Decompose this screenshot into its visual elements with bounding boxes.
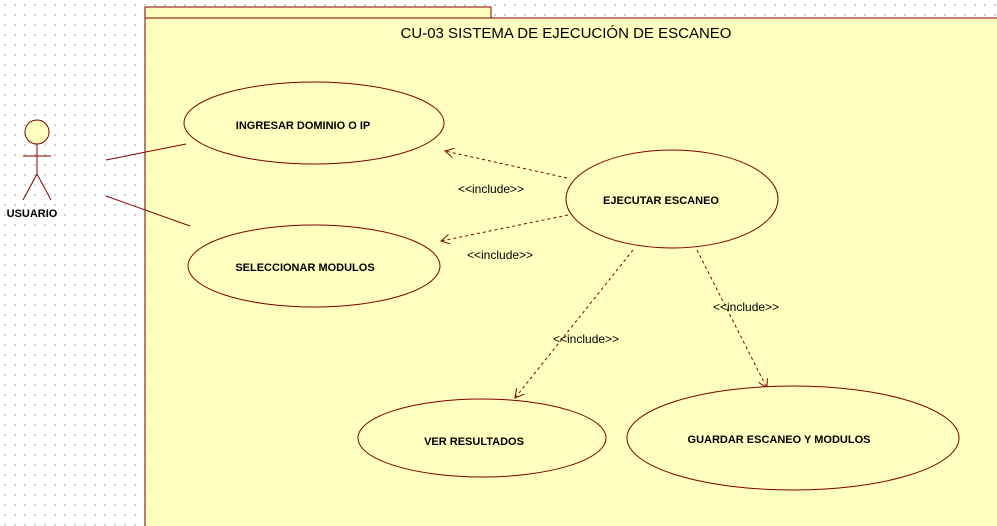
include-label-ver: <<include>> <box>553 332 619 346</box>
actor-right-leg <box>36 173 52 201</box>
actor-head <box>24 119 50 145</box>
use-case-ejecutar-shape[interactable] <box>565 149 779 249</box>
use-case-ingresar-shape[interactable] <box>183 81 445 165</box>
use-case-guardar-shape[interactable] <box>626 385 960 491</box>
actor-label: USUARIO <box>7 208 58 220</box>
system-title: CU-03 SISTEMA DE EJECUCIÓN DE ESCANEO <box>401 25 732 42</box>
use-case-ejecutar-label: EJECUTAR ESCANEO <box>603 195 719 207</box>
include-arrow-guardar[interactable] <box>696 249 767 388</box>
use-case-ingresar-label: INGRESAR DOMINIO O IP <box>236 120 370 132</box>
use-case-ver[interactable]: VER RESULTADOS <box>357 398 607 478</box>
use-case-ver-label: VER RESULTADOS <box>424 436 524 448</box>
include-label-guardar: <<include>> <box>713 300 779 314</box>
include-arrow-seleccionar[interactable] <box>441 214 569 241</box>
actor-usuario[interactable] <box>22 119 52 201</box>
use-case-seleccionar[interactable]: SELECCIONAR MODULOS <box>187 224 441 308</box>
use-case-ingresar[interactable]: INGRESAR DOMINIO O IP <box>183 81 445 165</box>
use-case-ver-shape[interactable] <box>357 398 607 478</box>
include-arrow-ingresar[interactable] <box>445 151 568 179</box>
use-case-seleccionar-label: SELECCIONAR MODULOS <box>235 262 374 274</box>
use-case-guardar[interactable]: GUARDAR ESCANEO Y MODULOS <box>626 385 960 491</box>
association-usuario-ingresar[interactable] <box>105 143 187 161</box>
include-label-ingresar: <<include>> <box>458 182 524 196</box>
include-arrow-ver[interactable] <box>515 249 634 398</box>
package-tab <box>144 6 492 19</box>
use-case-seleccionar-shape[interactable] <box>187 224 441 308</box>
use-case-ejecutar[interactable]: EJECUTAR ESCANEO <box>565 149 779 249</box>
use-case-guardar-label: GUARDAR ESCANEO Y MODULOS <box>688 434 871 446</box>
include-label-seleccionar: <<include>> <box>467 248 533 262</box>
actor-left-leg <box>22 173 38 201</box>
association-usuario-seleccionar[interactable] <box>105 195 191 227</box>
